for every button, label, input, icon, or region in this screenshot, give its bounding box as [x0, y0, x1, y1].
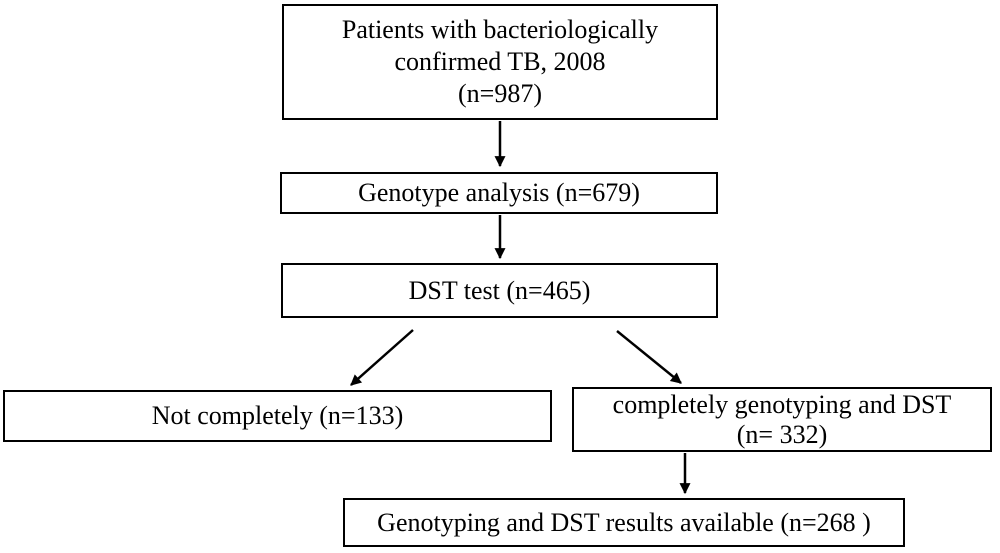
node-completely-line-2: (n= 332): [736, 419, 828, 449]
node-dst-test-label: DST test (n=465): [408, 275, 591, 305]
node-patients-line-2: confirmed TB, 2008: [394, 47, 606, 77]
node-genotype-analysis: Genotype analysis (n=679): [280, 172, 718, 214]
node-not-completely: Not completely (n=133): [3, 390, 552, 442]
node-patients: Patients with bacteriologically confirme…: [282, 4, 718, 120]
node-dst-test: DST test (n=465): [281, 263, 718, 318]
arrow-dst-to-not-completely: [350, 329, 414, 386]
node-results-available: Genotyping and DST results available (n=…: [343, 498, 905, 547]
node-patients-line-1: Patients with bacteriologically: [341, 15, 659, 45]
node-completely-line-1: completely genotyping and DST: [612, 390, 952, 420]
node-genotype-analysis-label: Genotype analysis (n=679): [358, 178, 640, 208]
arrow-dst-to-completely: [616, 330, 682, 384]
node-patients-line-3: (n=987): [458, 78, 542, 108]
node-not-completely-label: Not completely (n=133): [151, 401, 404, 431]
node-completely: completely genotyping and DST (n= 332): [572, 387, 992, 452]
node-results-available-label: Genotyping and DST results available (n=…: [377, 507, 871, 537]
